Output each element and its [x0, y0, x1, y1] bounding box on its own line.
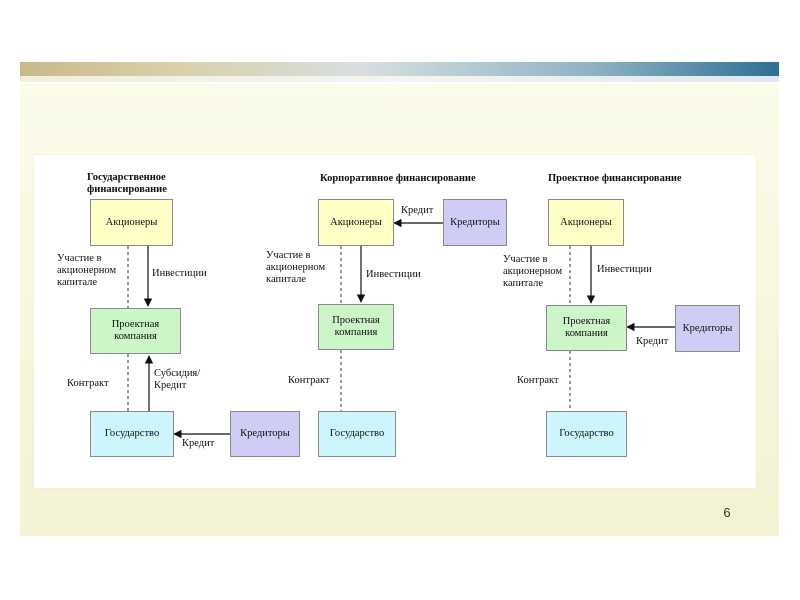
- page-number: 6: [723, 505, 731, 520]
- col3-title: Проектное финансирование: [548, 173, 682, 184]
- title-bar: [20, 62, 779, 76]
- col3-investments-label: Инвестиции: [597, 264, 652, 275]
- col1-state-box: Государство: [90, 411, 174, 457]
- col2-shareholders-box: Акционеры: [318, 199, 394, 246]
- col3-project-company-box: Проектная компания: [546, 305, 627, 351]
- col1-investments-label: Инвестиции: [152, 268, 207, 279]
- col3-contract-label: Контракт: [517, 375, 559, 386]
- col3-equity-label: Участие в акционерном капитале: [503, 254, 563, 289]
- col1-equity-label: Участие в акционерном капитале: [57, 253, 117, 288]
- col2-contract-label: Контракт: [288, 375, 330, 386]
- col1-title: Государственное финансирование: [87, 172, 167, 195]
- col1-project-company-box: Проектная компания: [90, 308, 181, 354]
- col3-credit-label: Кредит: [636, 336, 669, 347]
- col1-contract-label: Контракт: [67, 378, 109, 389]
- col1-credit-label: Кредит: [182, 438, 215, 449]
- col3-state-box: Государство: [546, 411, 627, 457]
- col2-state-box: Государство: [318, 411, 396, 457]
- col1-subsidy-label: Субсидия/ Кредит: [154, 368, 201, 391]
- col2-credit-label: Кредит: [401, 205, 434, 216]
- col3-shareholders-box: Акционеры: [548, 199, 624, 246]
- col3-creditors-box: Кредиторы: [675, 305, 740, 352]
- title-bar-shadow: [20, 76, 779, 82]
- col2-title: Корпоративное финансирование: [320, 173, 476, 184]
- col2-investments-label: Инвестиции: [366, 269, 421, 280]
- col1-creditors-box: Кредиторы: [230, 411, 300, 457]
- col2-equity-label: Участие в акционерном капитале: [266, 250, 326, 285]
- col2-creditors-box: Кредиторы: [443, 199, 507, 246]
- col2-project-company-box: Проектная компания: [318, 304, 394, 350]
- col1-shareholders-box: Акционеры: [90, 199, 173, 246]
